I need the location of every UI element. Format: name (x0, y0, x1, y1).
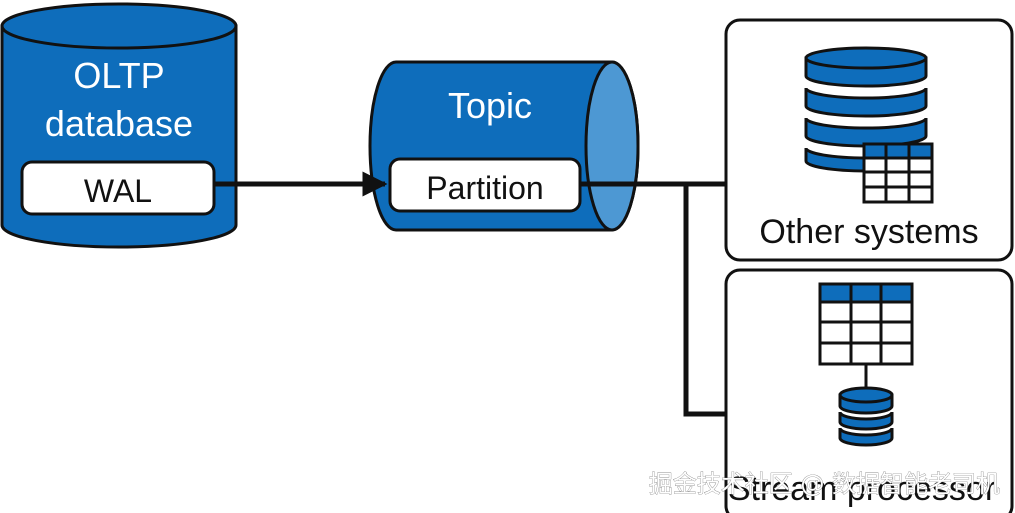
other-systems-label: Other systems (759, 213, 978, 251)
topic-title: Topic (448, 85, 532, 126)
stream-processor-label: Stream processor (728, 470, 996, 508)
wal-label: WAL (84, 173, 152, 209)
oltp-database-top (0, 2, 238, 50)
topic: Topic Partition (368, 60, 640, 232)
table-icon (818, 282, 914, 366)
wal-box (20, 160, 216, 216)
oltp-title-line2: database (45, 103, 193, 144)
oltp-title-line1: OLTP (73, 55, 164, 96)
watermark-text: 掘金技术社区 @ 数据智能老司机 (649, 470, 1000, 498)
table-icon (862, 142, 934, 204)
partition-label: Partition (426, 170, 543, 206)
other-systems: Other systems (724, 18, 1014, 262)
topic-cap (584, 60, 640, 232)
oltp-database: OLTP database WAL (0, 2, 238, 249)
database-icon (838, 386, 894, 447)
stream-processor: Stream processor (724, 268, 1014, 513)
